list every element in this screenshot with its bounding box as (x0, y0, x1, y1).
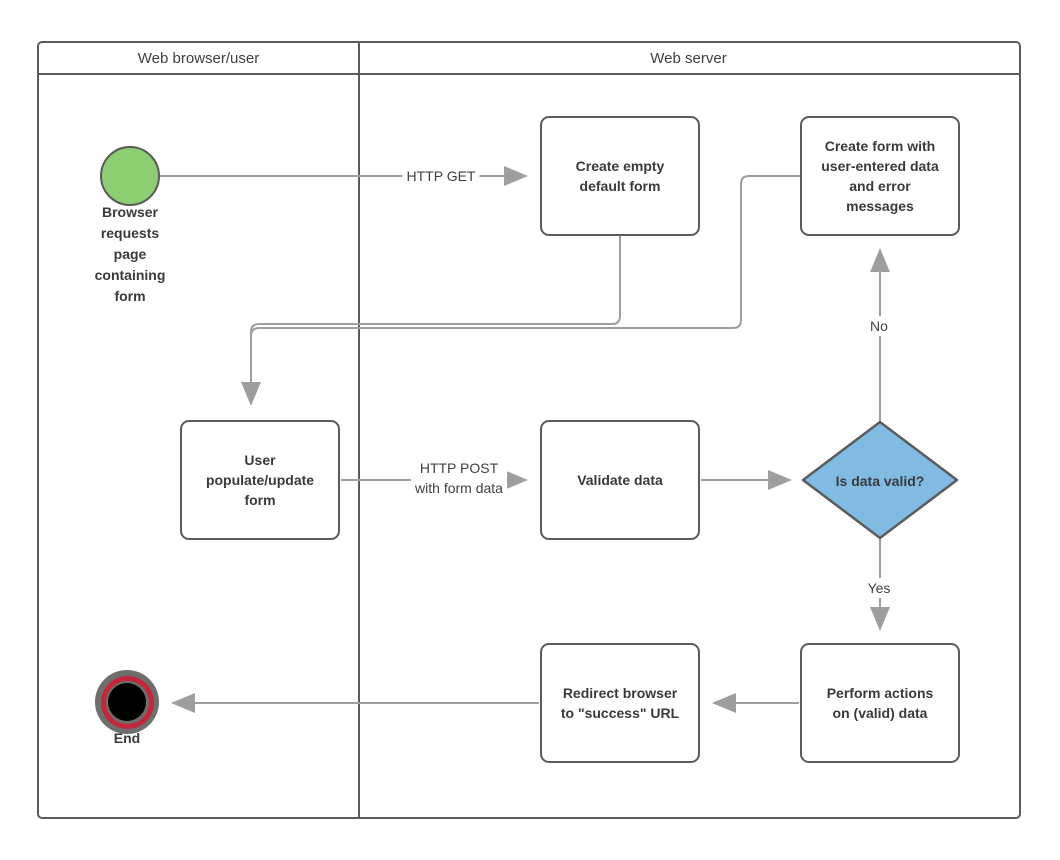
decision-is-data-valid-label: Is data valid? (835, 473, 925, 489)
end-node-core (108, 683, 146, 721)
swimlane-pool: Web browser/user Web server (37, 41, 1021, 819)
activity-validate-data: Validate data (540, 420, 700, 540)
lane-header-web-browser-user: Web browser/user (39, 43, 358, 73)
edge-label-no: No (866, 316, 892, 336)
activity-perform-actions: Perform actions on (valid) data (800, 643, 960, 763)
activity-user-populate-form: User populate/update form (180, 420, 340, 540)
end-node-red-ring (100, 675, 154, 729)
end-node-label: End (113, 730, 141, 746)
decision-diamond-shape (801, 420, 959, 540)
start-node-label: Browser requests page containing form (94, 204, 166, 304)
activity-create-error-form: Create form with user-entered data and e… (800, 116, 960, 236)
end-node-inner-ring (105, 680, 149, 724)
edge-error-form-to-user-populate (250, 175, 800, 370)
edge-label-http-get: HTTP GET (402, 166, 480, 186)
lane-header-web-server: Web server (358, 43, 1019, 73)
lane-label-web-browser-user: Web browser/user (137, 49, 260, 67)
end-node (95, 670, 159, 734)
activity-redirect-browser: Redirect browser to "success" URL (540, 643, 700, 763)
activity-create-empty-form: Create empty default form (540, 116, 700, 236)
edge-label-yes: Yes (863, 578, 895, 598)
lane-label-web-server: Web server (650, 49, 727, 67)
lane-divider (358, 43, 360, 817)
start-node (100, 146, 160, 206)
pool-header: Web browser/user Web server (39, 43, 1019, 75)
edge-label-http-post: HTTP POST with form data (411, 458, 507, 498)
edge-create-empty-to-user-populate (241, 236, 621, 406)
